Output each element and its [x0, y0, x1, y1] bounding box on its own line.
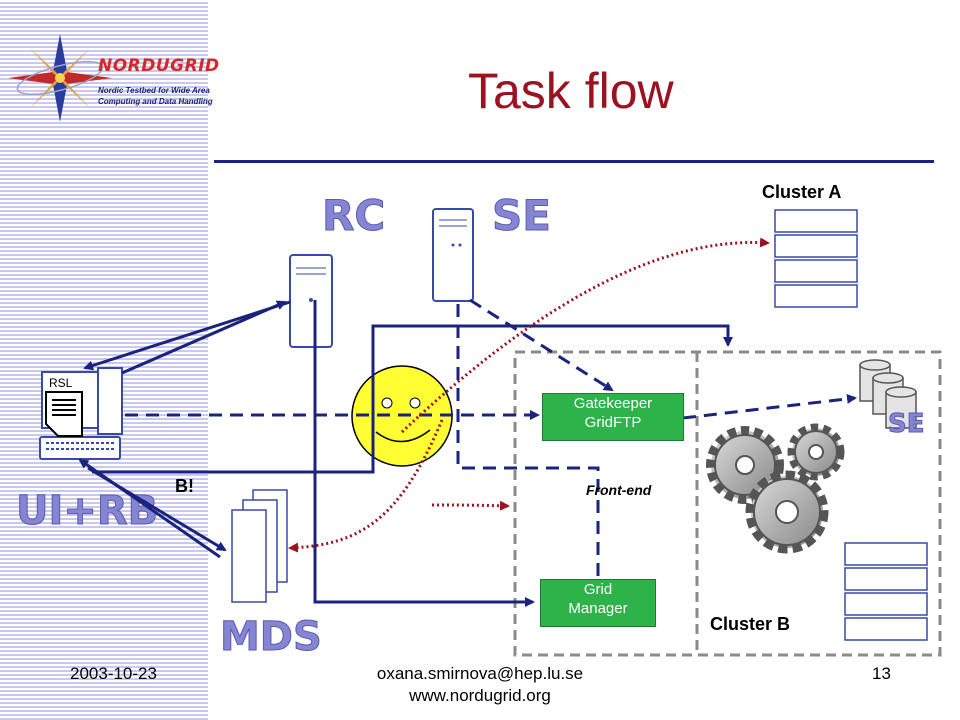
footer-page-number: 13 — [872, 664, 891, 683]
gatekeeper-box: Gatekeeper GridFTP — [542, 393, 684, 441]
footer-email: oxana.smirnova@hep.lu.se — [376, 664, 584, 683]
grid-label: Grid — [583, 581, 613, 598]
slide-title: Task flow — [468, 63, 674, 119]
rc-server-icon — [289, 254, 333, 348]
nordugrid-star-icon — [8, 34, 112, 122]
ui-rb-label: UI+RB — [16, 488, 158, 534]
arrow-se-to-gatekeeper — [469, 298, 614, 392]
dotted-to-frontend — [431, 500, 510, 511]
manager-label: Manager — [568, 600, 628, 617]
se-small-label: SE — [888, 409, 925, 439]
dotted-to-cluster-a — [400, 237, 770, 434]
dashed-se-to-gridmanager — [456, 304, 600, 578]
rsl-document-icon — [45, 391, 83, 437]
se-server-icon — [432, 208, 474, 302]
mds-servers-icon — [231, 489, 288, 603]
title-divider — [214, 160, 934, 163]
cluster-a-label: Cluster A — [762, 182, 842, 202]
arrow-mds-to-ui — [78, 458, 221, 559]
arrow-gatekeeper-to-se — [682, 393, 857, 420]
arrow-ui-to-cluster — [92, 324, 733, 474]
dotted-to-mds — [288, 419, 444, 553]
grid-manager-box: Grid Manager — [540, 579, 656, 627]
arrow-rc-to-ui — [83, 300, 291, 371]
logo-name: NORDUGRID — [98, 56, 220, 76]
gatekeeper-label: Gatekeeper — [573, 395, 653, 412]
frontend-label: Front-end — [586, 482, 652, 498]
mds-label: MDS — [220, 614, 322, 660]
gridftp-label: GridFTP — [584, 414, 642, 431]
footer-website: www.nordugrid.org — [409, 686, 551, 705]
cluster-b-outline — [513, 350, 942, 657]
arrow-rc-to-gridmanager — [313, 300, 535, 607]
gears-icon — [706, 423, 845, 554]
b-bang-label: B! — [175, 476, 194, 496]
cluster-b-rack-icon — [844, 542, 928, 641]
rc-label: RC — [322, 191, 385, 240]
cluster-b-label: Cluster B — [710, 614, 791, 634]
logo-subtitle-1: Nordic Testbed for Wide Area — [98, 86, 210, 95]
sidebar-stripes — [0, 0, 208, 720]
se-label: SE — [492, 191, 551, 240]
logo-subtitle-2: Computing and Data Handling — [98, 97, 213, 106]
rsl-label: RSL — [49, 376, 73, 390]
footer-date: 2003-10-23 — [70, 664, 157, 683]
cluster-a-rack-icon — [774, 209, 858, 308]
se-disk-icon — [859, 359, 917, 429]
